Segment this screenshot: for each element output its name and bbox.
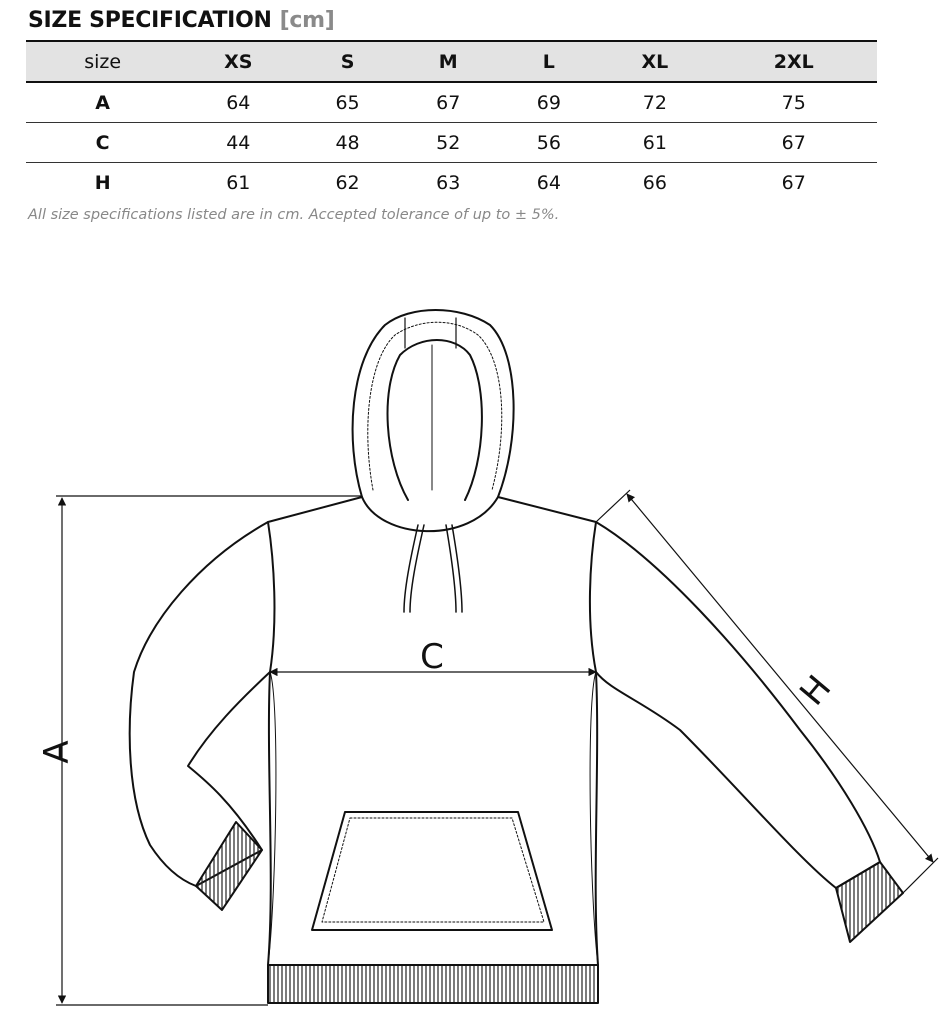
- column-header: size: [26, 40, 180, 83]
- column-header: S: [297, 40, 398, 83]
- table-row: C 44 48 52 56 61 67: [26, 122, 877, 163]
- hoodie-waistband: [267, 964, 599, 1004]
- table-cell: 69: [498, 82, 600, 123]
- column-header: XS: [179, 40, 298, 83]
- table-cell: 56: [498, 122, 600, 163]
- row-label: A: [26, 82, 180, 123]
- row-label: H: [94, 171, 111, 194]
- hoodie-hood-opening: [386, 339, 483, 501]
- label-c: C: [420, 637, 444, 677]
- hoodie-pocket: [311, 811, 553, 931]
- hoodie-drawstring-right: [445, 524, 457, 613]
- table-cell: 61: [226, 171, 251, 194]
- table-cell: 64: [179, 82, 298, 123]
- table-cell: 67: [710, 122, 877, 163]
- column-header: M: [397, 40, 499, 83]
- table-cell: 48: [297, 122, 398, 163]
- hoodie-hood: [351, 309, 515, 498]
- column-header: XL: [599, 40, 711, 83]
- table-cell: 44: [179, 122, 298, 163]
- table-cell: 65: [297, 82, 398, 123]
- measure-line-h: [626, 493, 934, 863]
- title-unit: [cm]: [279, 8, 335, 33]
- table-cell: 67: [781, 171, 806, 194]
- label-h: H: [792, 668, 839, 713]
- page-title: SIZE SPECIFICATION [cm]: [28, 8, 335, 33]
- row-label: C: [26, 122, 180, 163]
- hoodie-left-sleeve: [128, 521, 271, 887]
- hoodie-right-cuff: [835, 861, 904, 943]
- table-cell: 63: [436, 171, 461, 194]
- column-header: 2XL: [710, 40, 877, 83]
- table-cell: 72: [599, 82, 711, 123]
- hoodie-body: [267, 496, 599, 966]
- table-row: A 64 65 67 69 72 75: [26, 82, 877, 123]
- table-row: H 61 62 63 64 66 67: [26, 163, 877, 203]
- hoodie-drawstring-left: [403, 524, 419, 613]
- hoodie-left-cuff: [195, 821, 263, 911]
- table-cell: 61: [599, 122, 711, 163]
- table-cell: 52: [397, 122, 499, 163]
- table-cell: 67: [397, 82, 499, 123]
- column-header: L: [498, 40, 600, 83]
- title-text: SIZE SPECIFICATION: [28, 8, 272, 33]
- tolerance-note: All size specifications listed are in cm…: [28, 207, 560, 223]
- table-cell: 62: [335, 171, 360, 194]
- table-cell: 75: [710, 82, 877, 123]
- label-a: A: [37, 740, 77, 763]
- hoodie-right-sleeve: [595, 521, 881, 889]
- size-table: size XS S M L XL 2XL A 64 65 67 69 72 75…: [26, 40, 877, 202]
- table-header-row: size XS S M L XL 2XL: [26, 40, 877, 83]
- table-cell: 66: [642, 171, 667, 194]
- table-cell: 64: [536, 171, 561, 194]
